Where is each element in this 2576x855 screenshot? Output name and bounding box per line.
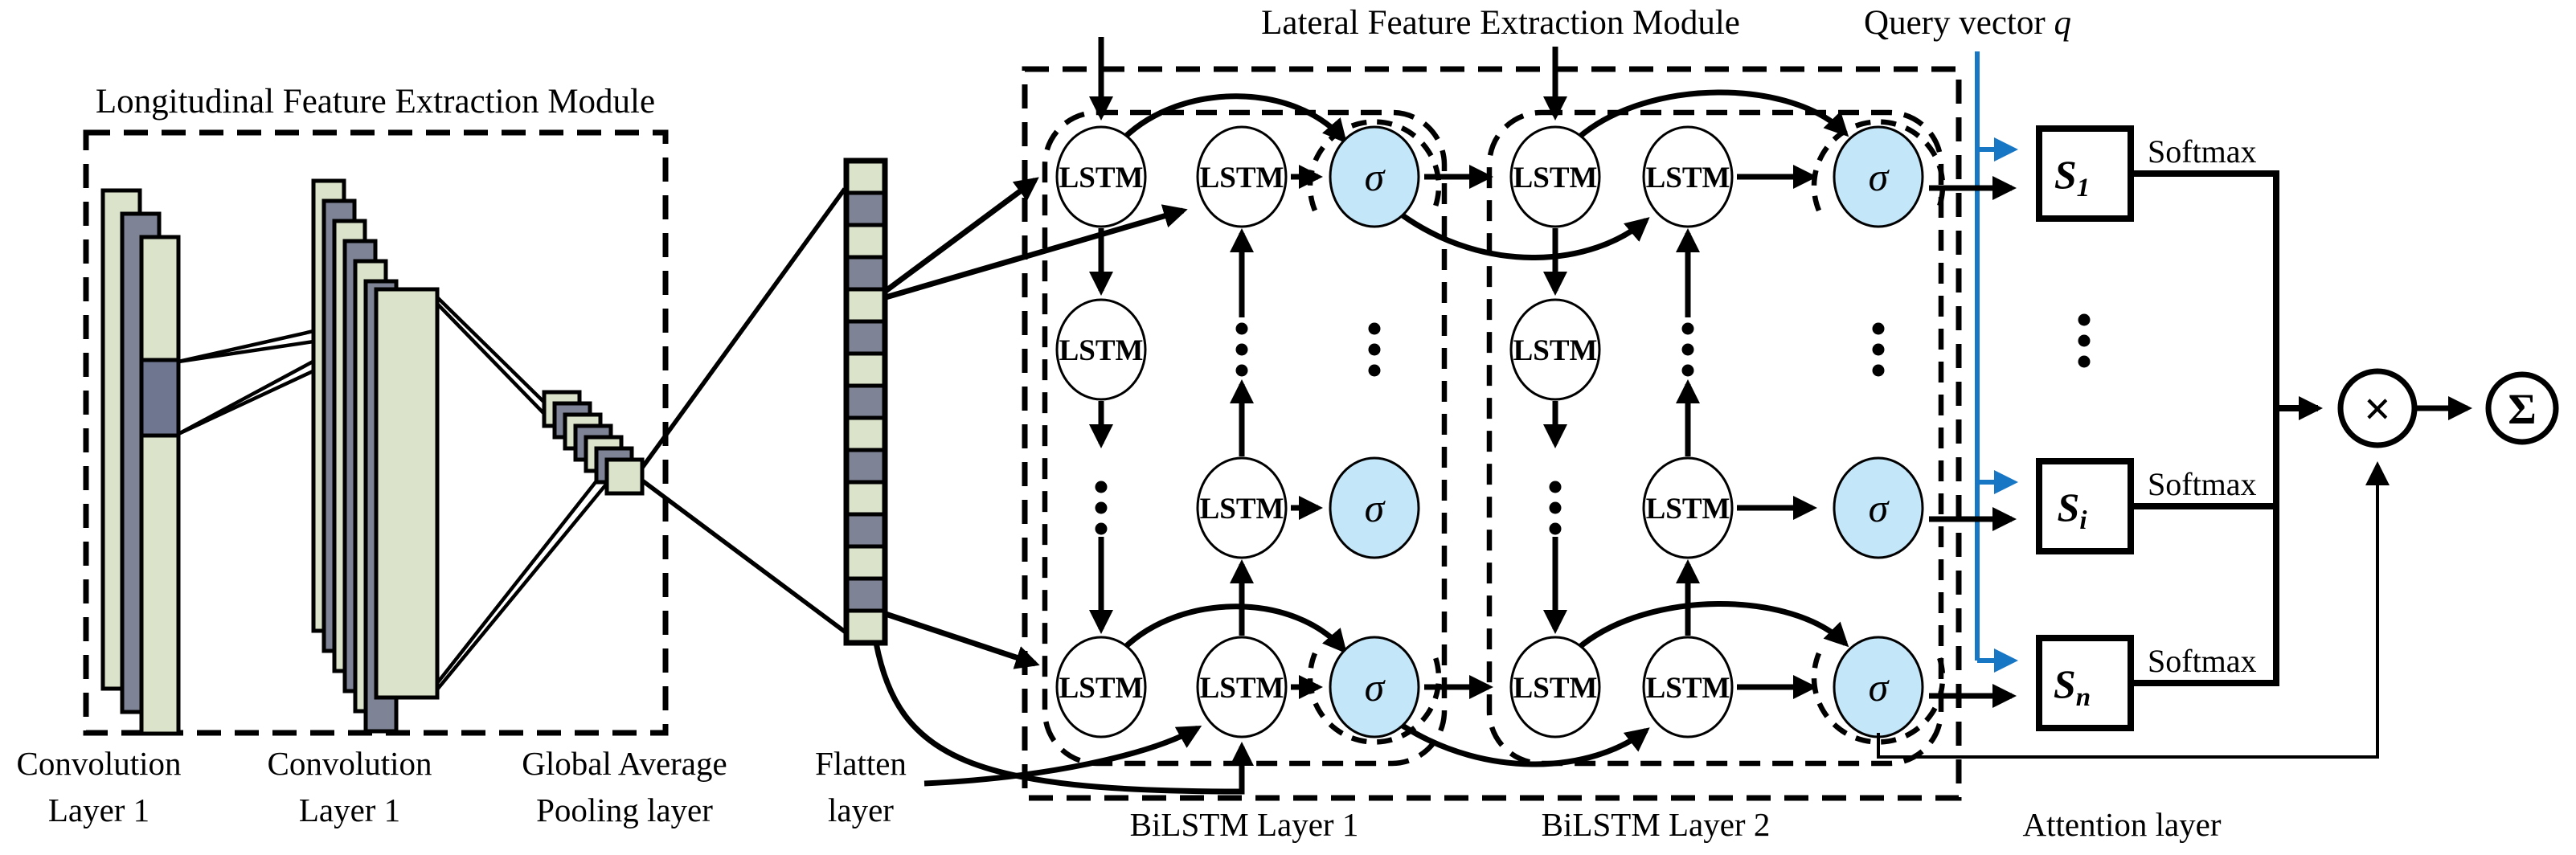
sum-node: Σ xyxy=(2485,371,2559,445)
lstm-node: LSTM xyxy=(1642,125,1734,228)
multiply-icon: × xyxy=(2364,382,2391,436)
forward-to-sigma-arc-arrows xyxy=(1121,89,1849,654)
dots-column xyxy=(1235,322,1248,377)
lateral-module-box xyxy=(1022,66,1962,801)
query-vector-text: Query vector xyxy=(1864,4,2054,42)
sigma-node: σ xyxy=(1833,636,1924,738)
sigma-to-score-arrows xyxy=(1929,176,2017,708)
sum-icon: Σ xyxy=(2508,385,2536,433)
lstm-label: LSTM xyxy=(1059,672,1144,705)
lstm-label: LSTM xyxy=(1513,334,1598,367)
dots-column xyxy=(1368,322,1381,377)
bilstm2-label: BiLSTM Layer 2 xyxy=(1542,806,1771,843)
lstm-node: LSTM xyxy=(1196,456,1288,559)
lstm-nodes: LSTM LSTM LSTM LSTM LSTM LSTM LSTM LSTM … xyxy=(1055,125,1734,738)
layer1-to-layer2-arrows xyxy=(1400,165,1650,767)
attention-label: Attention layer xyxy=(2022,806,2221,843)
backward-chain-arrows xyxy=(1230,228,1700,636)
sigma-node: σ xyxy=(1329,125,1420,228)
flatten-layer-vector xyxy=(843,158,888,646)
conv2-label-line1: Convolution xyxy=(267,745,432,782)
score-sn-label: Sn xyxy=(2054,661,2091,712)
sigma-node: σ xyxy=(1329,636,1420,738)
flatten-to-bilstm-arrows xyxy=(873,177,1254,795)
flatten-label-line1: Flatten xyxy=(815,745,907,782)
lstm-label: LSTM xyxy=(1059,334,1144,367)
query-vector-title: Query vector q xyxy=(1864,4,2071,42)
conv-layer-2-stack xyxy=(311,178,440,734)
sigma-label: σ xyxy=(1365,485,1386,530)
softmax-output-bus xyxy=(2131,170,2323,686)
softmax-label-1: Softmax xyxy=(2148,133,2257,170)
lstm-node: LSTM xyxy=(1642,456,1734,559)
lstm-node: LSTM xyxy=(1055,636,1147,738)
query-vector-symbol: q xyxy=(2054,4,2071,42)
lstm-label: LSTM xyxy=(1200,493,1284,526)
sigma-node: σ xyxy=(1833,456,1924,559)
bilstm-layer-1-box xyxy=(1042,109,1448,767)
lstm-label: LSTM xyxy=(1646,672,1730,705)
receptive-field-patch xyxy=(139,358,181,438)
gap-label-line2: Pooling layer xyxy=(536,792,713,828)
lstm-label: LSTM xyxy=(1646,162,1730,194)
conv2-label-line2: Layer 1 xyxy=(299,792,400,828)
lstm-node: LSTM xyxy=(1055,125,1147,228)
query-vector-line xyxy=(1975,51,2018,673)
lstm-label: LSTM xyxy=(1059,162,1144,194)
score-s1-label: S1 xyxy=(2054,152,2090,202)
conv-layer-1-stack xyxy=(100,188,181,736)
sigma-label: σ xyxy=(1365,665,1386,710)
flatten-label-line2: layer xyxy=(828,792,894,828)
lateral-module-title: Lateral Feature Extraction Module xyxy=(1261,4,1740,42)
lstm-label: LSTM xyxy=(1646,493,1730,526)
sigma-label: σ xyxy=(1869,485,1890,530)
conv1-label-line1: Convolution xyxy=(16,745,181,782)
sigma-label: σ xyxy=(1869,665,1890,710)
gap-label-line1: Global Average xyxy=(522,745,727,782)
longitudinal-module-title: Longitudinal Feature Extraction Module xyxy=(96,83,655,121)
gap-to-flatten-projection-lines xyxy=(640,187,847,634)
lstm-label: LSTM xyxy=(1200,162,1284,194)
lstm-node: LSTM xyxy=(1509,298,1601,401)
sigma-label: σ xyxy=(1869,154,1890,199)
softmax-label-3: Softmax xyxy=(2148,643,2257,679)
lstm-node: LSTM xyxy=(1642,636,1734,738)
lstm-label: LSTM xyxy=(1200,672,1284,705)
ellipsis-dots xyxy=(1095,313,2091,535)
dots-column xyxy=(2078,313,2091,368)
score-box-si: Si xyxy=(2036,458,2134,554)
hidden-state-to-multiply-line xyxy=(1877,461,2390,759)
lstm-label: LSTM xyxy=(1513,672,1598,705)
sigma-label: σ xyxy=(1365,154,1386,199)
dots-column xyxy=(1549,481,1562,535)
sigma-nodes: σ σ σ σ σ σ xyxy=(1329,125,1924,738)
dots-column xyxy=(1681,322,1694,377)
forward-chain-arrows xyxy=(1089,228,1567,634)
bilstm-layer-2-box xyxy=(1486,109,1944,767)
lstm-node: LSTM xyxy=(1196,636,1288,738)
conv2-to-gap-projection-lines xyxy=(436,296,611,691)
lstm-node: LSTM xyxy=(1055,298,1147,401)
lstm-label: LSTM xyxy=(1513,162,1598,194)
score-box-sn: Sn xyxy=(2036,635,2134,731)
conv1-label-line2: Layer 1 xyxy=(48,792,149,828)
multiply-node: × xyxy=(2337,368,2418,448)
dots-column xyxy=(1095,481,1108,535)
score-box-s1: S1 xyxy=(2036,125,2134,222)
lstm-node: LSTM xyxy=(1509,636,1601,738)
dots-column xyxy=(1872,322,1885,377)
sigma-node: σ xyxy=(1833,125,1924,228)
bilstm1-label: BiLSTM Layer 1 xyxy=(1130,806,1359,843)
lstm-to-sigma-arrows xyxy=(1291,165,1817,699)
global-average-pooling-stack xyxy=(542,390,645,496)
lstm-node: LSTM xyxy=(1196,125,1288,228)
lstm-node: LSTM xyxy=(1509,125,1601,228)
sigma-node: σ xyxy=(1329,456,1420,559)
bottom-labels: Convolution Layer 1 Convolution Layer 1 … xyxy=(16,745,2221,843)
softmax-label-2: Softmax xyxy=(2148,466,2257,502)
lateral-input-arrows xyxy=(1089,37,1567,121)
score-si-label: Si xyxy=(2058,485,2088,535)
